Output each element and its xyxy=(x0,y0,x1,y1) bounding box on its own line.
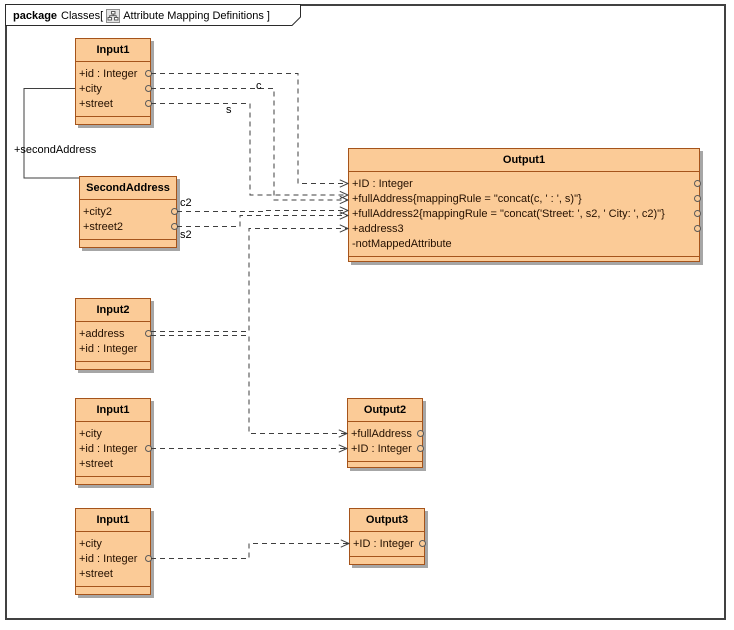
diagram-name: Attribute Mapping Definitions xyxy=(123,9,264,22)
class-output2[interactable]: Output2 +fullAddress +ID : Integer xyxy=(347,398,424,468)
attribute[interactable]: +city xyxy=(79,83,102,95)
class-title: Input1 xyxy=(76,509,150,532)
attribute[interactable]: -notMappedAttribute xyxy=(352,238,452,250)
attributes-compartment: +ID : Integer xyxy=(350,532,424,556)
connector-label-c2[interactable]: c2 xyxy=(180,197,192,209)
connector-secondaddress-street2-to-output1-fullAddress2[interactable] xyxy=(177,215,348,227)
frame-close-bracket: ] xyxy=(266,9,270,22)
attribute[interactable]: +id : Integer xyxy=(79,343,138,355)
attribute-port-icon[interactable] xyxy=(694,210,701,217)
frame-header: package Classes[ Attribute Mapping Defin… xyxy=(13,8,270,23)
attribute[interactable]: +street xyxy=(79,568,113,580)
class-title: SecondAddress xyxy=(80,177,176,200)
attributes-compartment: +city +id : Integer +street xyxy=(76,422,150,476)
connector-input1c-id-to-output3-ID[interactable] xyxy=(151,543,349,559)
attribute-port-icon[interactable] xyxy=(694,225,701,232)
attribute[interactable]: +city xyxy=(79,428,102,440)
operations-compartment xyxy=(349,256,699,261)
attribute[interactable]: +fullAddress{mappingRule = "concat(c, ' … xyxy=(352,193,582,205)
attribute[interactable]: +address xyxy=(79,328,125,340)
frame-header-tab[interactable] xyxy=(5,4,303,27)
attribute-port-icon[interactable] xyxy=(171,208,178,215)
frame-keyword: package xyxy=(13,9,58,22)
attribute-port-icon[interactable] xyxy=(694,195,701,202)
attribute-port-icon[interactable] xyxy=(417,430,424,437)
attributes-compartment: +city +id : Integer +street xyxy=(76,532,150,586)
attribute[interactable]: +street xyxy=(79,458,113,470)
attribute[interactable]: +ID : Integer xyxy=(351,443,412,455)
class-output1[interactable]: Output1 +ID : Integer +fullAddress{mapping… xyxy=(348,148,701,262)
attributes-compartment: +fullAddress +ID : Integer xyxy=(348,422,422,461)
attribute[interactable]: +ID : Integer xyxy=(353,538,414,550)
connector-input1-id-to-output1-ID[interactable] xyxy=(151,73,348,184)
attribute-port-icon[interactable] xyxy=(694,180,701,187)
operations-compartment xyxy=(76,586,150,594)
class-input1[interactable]: Input1 +city +id : Integer +street xyxy=(75,508,152,595)
attribute-port-icon[interactable] xyxy=(419,540,426,547)
frame-header-tab-shape[interactable] xyxy=(5,4,301,26)
connector-input1-city-to-output1-fullAddress[interactable] xyxy=(151,88,348,201)
attributes-compartment: +city2 +street2 xyxy=(80,200,176,239)
operations-compartment xyxy=(76,476,150,484)
attribute-port-icon[interactable] xyxy=(145,70,152,77)
attribute-port-icon[interactable] xyxy=(145,445,152,452)
attribute-port-icon[interactable] xyxy=(145,100,152,107)
attribute[interactable]: +city2 xyxy=(83,206,113,218)
connector-label-c[interactable]: c xyxy=(256,80,262,92)
connector-input2-address-to-output1-address3[interactable] xyxy=(151,228,348,332)
class-input1[interactable]: Input1 +city +id : Integer +street xyxy=(75,398,152,485)
attribute-port-icon[interactable] xyxy=(171,223,178,230)
attribute[interactable]: +id : Integer xyxy=(79,443,138,455)
attribute-port-icon[interactable] xyxy=(417,445,424,452)
class-title: Output2 xyxy=(348,399,422,422)
class-title: Input2 xyxy=(76,299,150,322)
operations-compartment xyxy=(348,461,422,467)
class-input2[interactable]: Input2 +address +id : Integer xyxy=(75,298,152,370)
attribute[interactable]: +fullAddress xyxy=(351,428,412,440)
connector-input1-street-to-output1-fullAddress[interactable] xyxy=(151,103,348,196)
connector-label-s2[interactable]: s2 xyxy=(180,229,192,241)
class-title: Input1 xyxy=(76,399,150,422)
class-input1[interactable]: Input1 +id : Integer +city +street xyxy=(75,38,152,125)
attribute[interactable]: +id : Integer xyxy=(79,553,138,565)
attribute[interactable]: +address3 xyxy=(352,223,404,235)
operations-compartment xyxy=(80,239,176,247)
attribute-port-icon[interactable] xyxy=(145,330,152,337)
class-title: Output1 xyxy=(349,149,699,172)
connector-label-secondAddress[interactable]: +secondAddress xyxy=(14,144,97,156)
attribute[interactable]: +street2 xyxy=(83,221,124,233)
attribute[interactable]: +id : Integer xyxy=(79,68,138,80)
attribute[interactable]: +city xyxy=(79,538,102,550)
attribute[interactable]: +fullAddress2{mappingRule = "concat('Str… xyxy=(352,208,665,220)
diagram-frame xyxy=(5,4,726,620)
operations-compartment xyxy=(76,116,150,124)
class-title: Output3 xyxy=(350,509,424,532)
attribute-port-icon[interactable] xyxy=(145,555,152,562)
class-output3[interactable]: Output3 +ID : Integer xyxy=(349,508,426,565)
class-diagram-icon xyxy=(106,8,121,23)
attribute[interactable]: +ID : Integer xyxy=(352,178,413,190)
attributes-compartment: +address +id : Integer xyxy=(76,322,150,361)
connector-input2-address-to-output2-fullAddress[interactable] xyxy=(151,335,347,434)
connector-secondaddress-city2-to-output1-fullAddress2[interactable] xyxy=(177,210,348,212)
connector-secondAddress-association[interactable] xyxy=(23,88,79,179)
attribute-port-icon[interactable] xyxy=(145,85,152,92)
operations-compartment xyxy=(76,361,150,369)
frame-context: Classes[ xyxy=(61,9,104,22)
attributes-compartment: +id : Integer +city +street xyxy=(76,62,150,116)
attributes-compartment: +ID : Integer +fullAddress{mappingRule = … xyxy=(349,172,699,256)
connector-label-s[interactable]: s xyxy=(226,104,232,116)
class-title: Input1 xyxy=(76,39,150,62)
class-secondaddress[interactable]: SecondAddress +city2 +street2 xyxy=(79,176,178,248)
attribute[interactable]: +street xyxy=(79,98,113,110)
operations-compartment xyxy=(350,556,424,564)
